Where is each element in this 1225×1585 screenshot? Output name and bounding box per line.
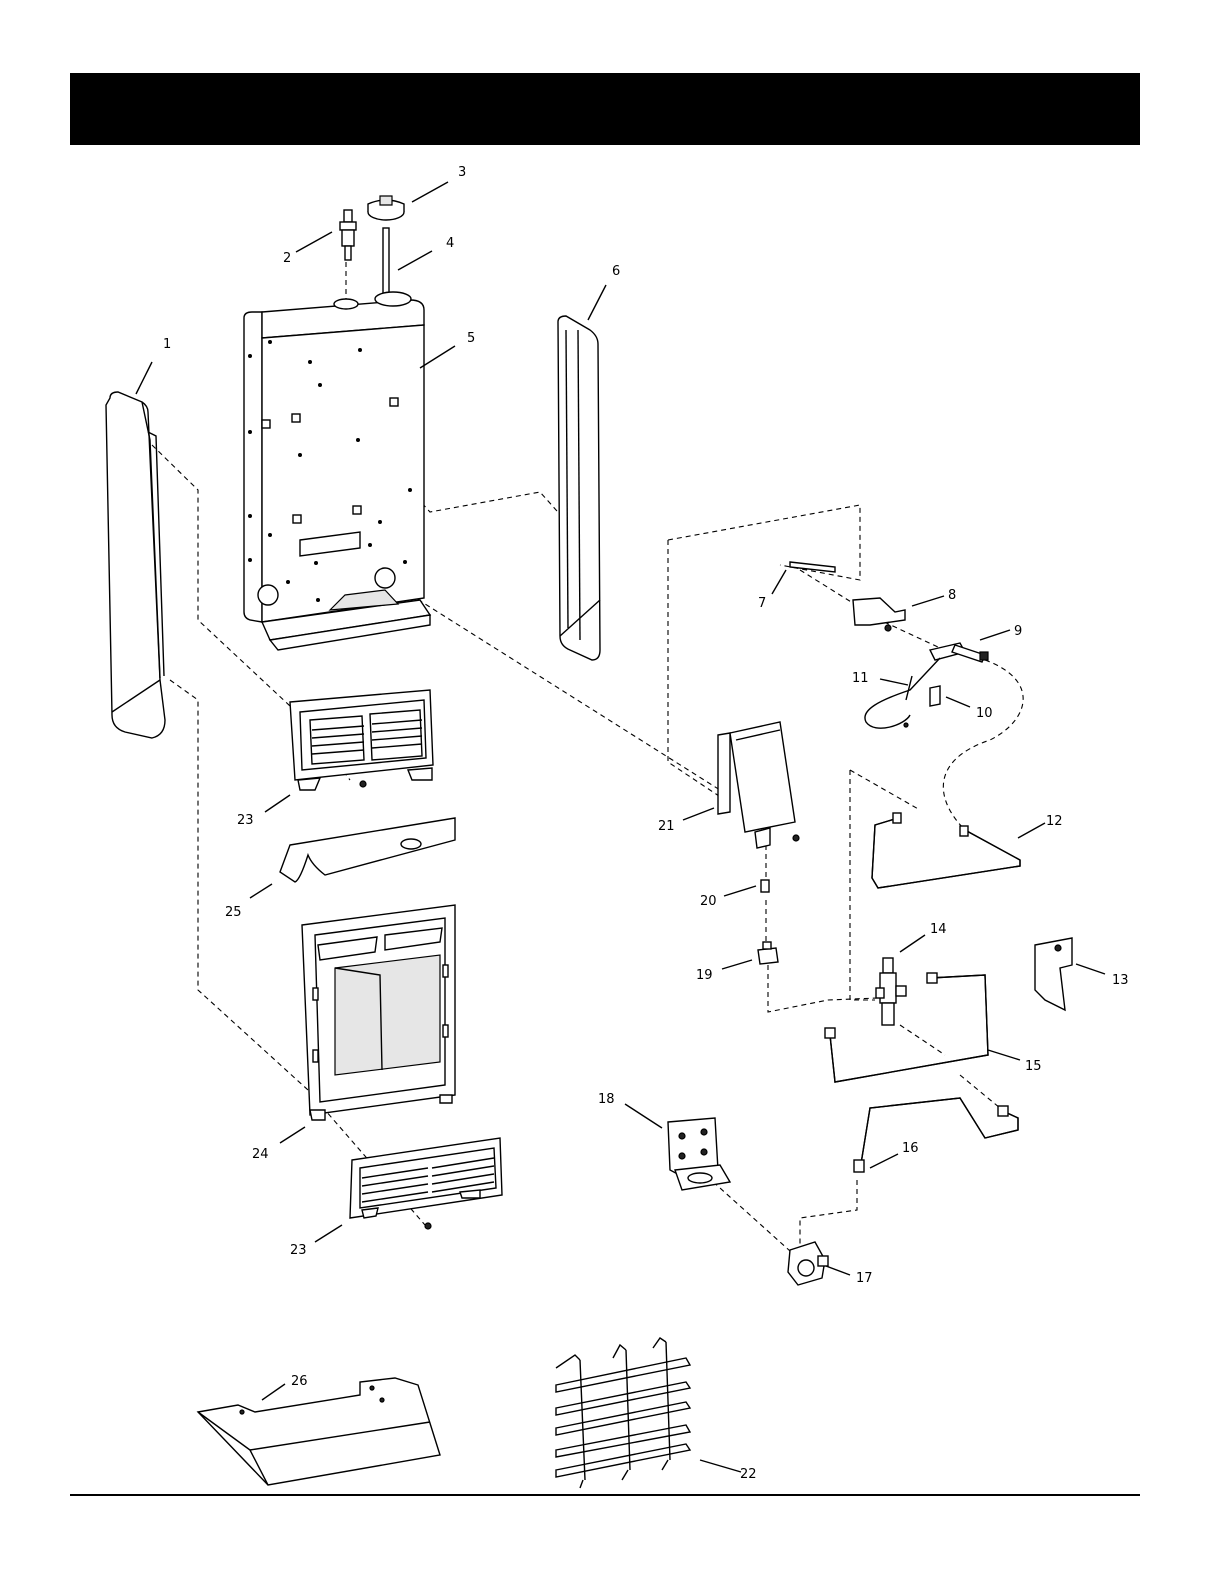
callout-8: 8 xyxy=(948,588,956,603)
callout-11: 11 xyxy=(852,671,869,686)
callout-18: 18 xyxy=(598,1092,615,1107)
part-18-valve-bracket xyxy=(668,1118,730,1190)
callout-6: 6 xyxy=(612,264,620,279)
part-11-thermocouple xyxy=(865,658,940,728)
part-22-wire-guard xyxy=(556,1338,690,1488)
callout-5: 5 xyxy=(467,331,475,346)
part-2-igniter xyxy=(340,210,356,260)
part-1-left-side-panel xyxy=(106,392,165,738)
callout-20: 20 xyxy=(700,894,717,909)
callout-17: 17 xyxy=(856,1271,873,1286)
part-3-control-knob xyxy=(368,196,404,220)
callout-21: 21 xyxy=(658,819,675,834)
part-12-gas-tube xyxy=(872,813,1020,888)
part-17-gas-control-valve xyxy=(788,1242,828,1285)
part-23-upper-louver-grille xyxy=(290,690,433,790)
callout-26: 26 xyxy=(291,1374,308,1389)
callout-23-upper: 23 xyxy=(237,813,254,828)
callout-10: 10 xyxy=(976,706,993,721)
part-7-gasket-plate xyxy=(790,562,835,572)
callout-16: 16 xyxy=(902,1141,919,1156)
part-24-firebox xyxy=(302,905,455,1120)
callout-2: 2 xyxy=(283,251,291,266)
part-5-back-panel xyxy=(244,292,430,650)
callout-3: 3 xyxy=(458,165,466,180)
part-14-valve-fitting xyxy=(876,958,906,1025)
callout-24: 24 xyxy=(252,1147,269,1162)
part-21-heater-module xyxy=(718,722,799,848)
callout-13: 13 xyxy=(1112,973,1129,988)
part-26-base-foot xyxy=(198,1378,440,1485)
part-19-regulator xyxy=(758,942,778,964)
footer-rule xyxy=(70,1494,1140,1496)
part-16-gas-tube xyxy=(854,1098,1018,1172)
part-23-lower-louver-grille xyxy=(350,1138,502,1229)
part-8-mounting-bracket xyxy=(853,598,905,631)
callout-1: 1 xyxy=(163,337,171,352)
part-13-bracket xyxy=(1035,938,1072,1010)
callout-4: 4 xyxy=(446,236,454,251)
callout-9: 9 xyxy=(1014,624,1022,639)
callout-15: 15 xyxy=(1025,1059,1042,1074)
callout-12: 12 xyxy=(1046,814,1063,829)
callout-25: 25 xyxy=(225,905,242,920)
part-10-thermocouple-nut xyxy=(930,686,940,706)
part-6-right-side-panel xyxy=(558,316,600,660)
callout-7: 7 xyxy=(758,596,766,611)
callout-22: 22 xyxy=(740,1467,757,1482)
callout-14: 14 xyxy=(930,922,947,937)
callout-23-lower: 23 xyxy=(290,1243,307,1258)
part-25-deflector-plate xyxy=(280,818,455,882)
callout-19: 19 xyxy=(696,968,713,983)
part-20-fitting xyxy=(761,880,769,892)
